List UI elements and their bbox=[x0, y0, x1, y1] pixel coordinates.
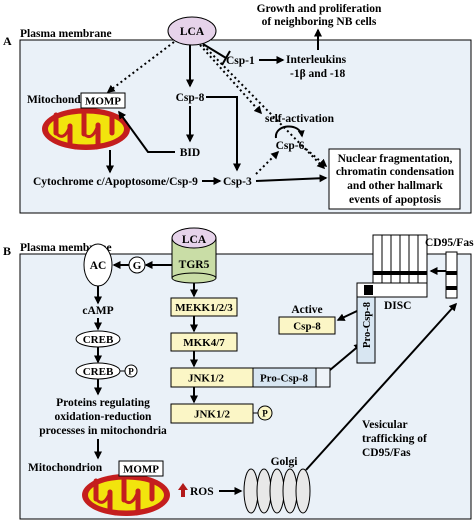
arrow-csp6-nuclear bbox=[305, 148, 328, 167]
mkk-label: MKK4/7 bbox=[183, 337, 225, 349]
golgi-label: Golgi bbox=[271, 456, 299, 468]
mitochondrion-b bbox=[82, 474, 170, 516]
csp1-label: Csp-1 bbox=[226, 55, 255, 67]
self-activation-label: self-activation bbox=[265, 113, 335, 125]
proteins-label-2: oxidation-reduction bbox=[55, 411, 153, 423]
inhibit-bar-csp1 bbox=[221, 50, 231, 66]
tgr5-cylinder-bottom bbox=[171, 272, 217, 284]
camp-label: cAMP bbox=[82, 305, 113, 317]
vesicular-label-1: Vesicular bbox=[362, 419, 408, 431]
cytochrome-label: Cytochrome c/Apoptosome/Csp-9 bbox=[33, 176, 198, 188]
interleukins-label-1: Interleukins bbox=[286, 54, 347, 66]
lca-label-b: LCA bbox=[182, 234, 207, 246]
nuclear-label-4: events of apoptosis bbox=[349, 194, 442, 206]
growth-label-2: of neighboring NB cells bbox=[262, 16, 377, 28]
disc-receptor-cluster bbox=[372, 234, 428, 298]
nuclear-label-1: Nuclear fragmentation, bbox=[338, 153, 453, 165]
jnk-label-1: JNK1/2 bbox=[188, 373, 225, 385]
lca-label-a: LCA bbox=[180, 26, 205, 38]
phospho-label-2: P bbox=[262, 409, 268, 419]
arrow-disc-active-csp8 bbox=[336, 310, 358, 321]
ac-label: AC bbox=[90, 260, 107, 272]
phospho-circle-2 bbox=[257, 405, 273, 421]
creb-label-1: CREB bbox=[83, 334, 114, 346]
phospho-circle-1 bbox=[124, 364, 138, 378]
mitochondrion-label-b: Mitochondrion bbox=[28, 462, 103, 474]
bid-label: BID bbox=[180, 147, 200, 159]
mekk-box bbox=[170, 297, 238, 317]
mkk-box bbox=[170, 332, 238, 352]
mekk-label: MEKK1/2/3 bbox=[175, 302, 233, 314]
inhibit-lca-csp1 bbox=[202, 43, 227, 59]
disc-procsp8-cap bbox=[356, 282, 428, 298]
self-activation-loop bbox=[274, 125, 305, 139]
momp-box-b bbox=[118, 460, 164, 477]
arrow-lca-self-activation bbox=[199, 44, 263, 115]
disc-procsp8-label: Pro-Csp-8 bbox=[362, 302, 373, 348]
csp3-label: Csp-3 bbox=[223, 176, 252, 188]
momp-label-b: MOMP bbox=[123, 464, 159, 476]
momp-label-a: MOMP bbox=[85, 96, 121, 108]
arrow-bid-momp bbox=[118, 110, 175, 153]
vesicular-label-2: trafficking of bbox=[362, 433, 427, 445]
procsp8-label: Pro-Csp-8 bbox=[260, 373, 309, 385]
arrow-lca-mito bbox=[106, 41, 175, 93]
creb-label-2: CREB bbox=[83, 366, 114, 378]
procsp8-box-tail bbox=[315, 367, 331, 388]
active-csp8-box bbox=[278, 316, 336, 335]
arrow-golgi-cd95 bbox=[305, 302, 458, 471]
momp-box-a bbox=[80, 92, 126, 109]
arrow-csp3-csp6 bbox=[255, 150, 280, 175]
interleukins-label-2: -1β and -18 bbox=[290, 68, 346, 80]
arrow-procsp8-disc bbox=[329, 343, 363, 371]
growth-label-1: Growth and proliferation bbox=[257, 3, 382, 15]
lca-ellipse-a bbox=[167, 16, 217, 46]
golgi-stack bbox=[243, 468, 311, 514]
proteins-label-1: Proteins regulating bbox=[56, 397, 150, 409]
tgr5-cylinder-top bbox=[171, 227, 217, 249]
panel-a-letter: A bbox=[3, 34, 12, 48]
cd95-label: CD95/Fas bbox=[425, 237, 474, 249]
ros-up-arrow-icon bbox=[178, 483, 188, 497]
cd95-band-2 bbox=[446, 286, 457, 290]
mitochondrion-a bbox=[42, 108, 130, 150]
active-csp8-label: Csp-8 bbox=[293, 321, 321, 333]
disc-procsp8-dark bbox=[364, 285, 373, 295]
ros-label: ROS bbox=[190, 486, 214, 498]
jnk-label-2: JNK1/2 bbox=[194, 409, 231, 421]
nuclear-box bbox=[328, 148, 461, 210]
disc-membrane-band bbox=[373, 271, 427, 275]
arrow-csp3-nuclear bbox=[255, 174, 328, 183]
phospho-label-1: P bbox=[128, 367, 134, 377]
active-label: Active bbox=[291, 304, 322, 316]
arrow-csp8-csp3 bbox=[206, 96, 241, 172]
vesicular-label-3: CD95/Fas bbox=[362, 447, 411, 459]
nuclear-label-2: chromatin condensation bbox=[336, 166, 455, 178]
tgr5-label: TGR5 bbox=[179, 259, 210, 271]
proteins-label-3: processes in mitochondria bbox=[39, 425, 167, 437]
g-label: G bbox=[133, 260, 142, 272]
panel-b-letter: B bbox=[3, 244, 11, 258]
csp6-label: Csp-6 bbox=[276, 140, 305, 152]
cd95-band-1 bbox=[446, 271, 457, 275]
arrow-lca-nuclear bbox=[202, 44, 326, 170]
nuclear-label-3: and other hallmark bbox=[347, 180, 443, 192]
panel-a-membrane-label: Plasma membrane bbox=[20, 28, 112, 40]
disc-label: DISC bbox=[384, 300, 411, 312]
csp8-label-a: Csp-8 bbox=[176, 92, 205, 104]
